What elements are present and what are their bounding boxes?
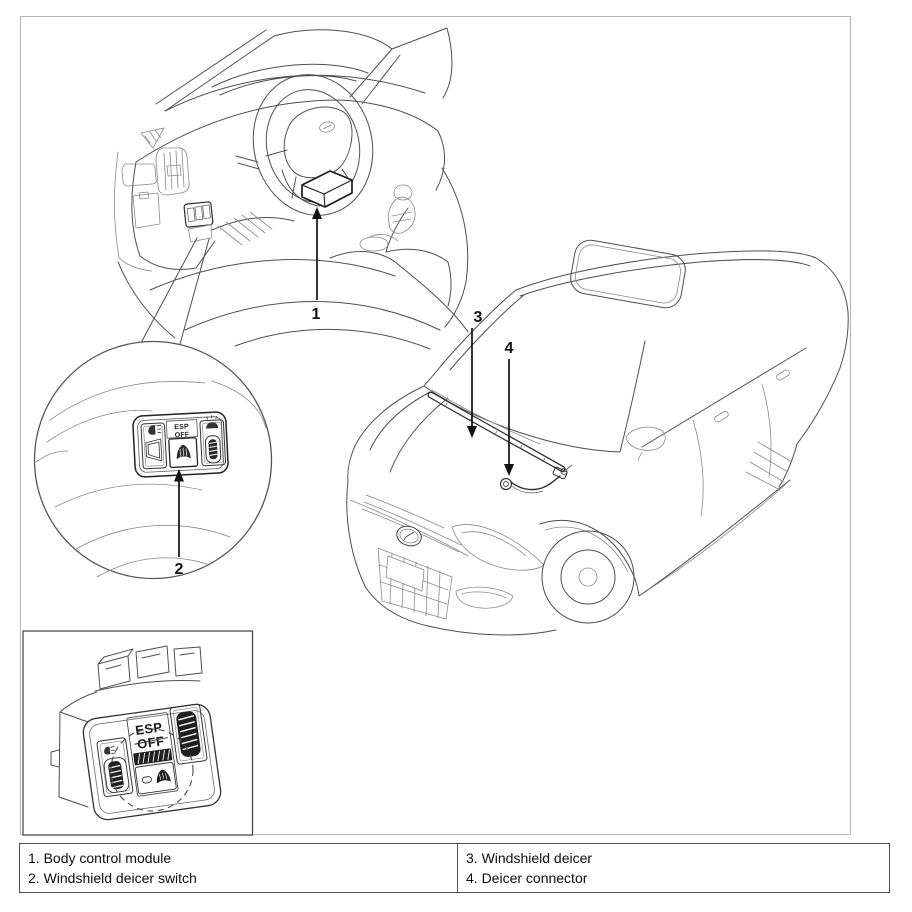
esp-off-label-line1: ESP [174, 424, 189, 432]
switch-magnifier-detail: ESP OFF 2 [33, 340, 273, 580]
door-handle-front [714, 411, 729, 423]
highlight-dashed-circle [110, 728, 194, 812]
dashboard-illustration [113, 27, 469, 350]
windshield-deicer-icon [176, 444, 191, 460]
windshield-deicer-strip [427, 391, 566, 473]
legend-item-windshield-deicer: 3. Windshield deicer [466, 850, 593, 866]
body-control-module [301, 170, 353, 208]
front-wheel [541, 530, 635, 624]
esp-off-label-line2: OFF [175, 431, 190, 439]
inset-right-thumbwheel-icon [176, 711, 201, 757]
car-outline [346, 250, 849, 636]
inset-headlamp-leveling-icon [104, 745, 116, 755]
illumination-dimmer-icon [206, 415, 219, 429]
switch-housing-lines [50, 645, 203, 808]
deicer-connector [499, 464, 573, 494]
callout-3-number: 3 [474, 309, 483, 326]
inset-left-thumbwheel-icon [103, 757, 130, 793]
dashboard-detail-lines [113, 127, 416, 272]
license-plate-blank [385, 555, 425, 592]
dash-switch-panel [183, 201, 214, 243]
steering-logo-icon [319, 121, 335, 133]
callout-1-number: 1 [312, 306, 321, 323]
legend-item-deicer-connector: 4. Deicer connector [466, 870, 588, 886]
thumbwheel-icon [204, 435, 222, 464]
legend-column-left: 1. Body control module 2. Windshield dei… [20, 844, 458, 892]
inset-indicator-icon [142, 776, 152, 784]
dashboard-main-lines [117, 27, 469, 350]
inset-windshield-deicer-icon [156, 769, 171, 784]
switch-front-bezel: ESP OFF [82, 703, 222, 821]
legend-item-body-control-module: 1. Body control module [28, 850, 172, 866]
legend-item-windshield-deicer-switch: 2. Windshield deicer switch [28, 870, 197, 886]
door-handle-rear [776, 369, 790, 381]
inset-esp-off-label-line2: OFF [136, 733, 165, 752]
magnifier-leader-lines [140, 237, 210, 345]
brand-badge-icon [396, 525, 422, 547]
switch-closeup-inset: ESP OFF [22, 630, 254, 836]
legend-table: 1. Body control module 2. Windshield dei… [19, 843, 890, 893]
headlamp-leveling-icon [145, 424, 163, 462]
legend-column-right: 3. Windshield deicer 4. Deicer connector [458, 844, 889, 892]
callout-2-number: 2 [175, 561, 184, 578]
car-illustration: 3 4 [346, 239, 849, 636]
callout-3-windshield-deicer: 3 [467, 309, 483, 438]
callout-1-body-control-module: 1 [312, 207, 322, 323]
callout-4-deicer-connector: 4 [504, 340, 514, 476]
steering-wheel [252, 74, 374, 216]
deicer-switch-panel: ESP OFF [132, 411, 229, 478]
callout-2-windshield-deicer-switch: 2 [174, 469, 184, 578]
sunroof [570, 239, 686, 309]
inset-deicer-button [134, 761, 177, 795]
callout-4-number: 4 [505, 340, 514, 357]
magnifier-context-lines [35, 380, 267, 578]
